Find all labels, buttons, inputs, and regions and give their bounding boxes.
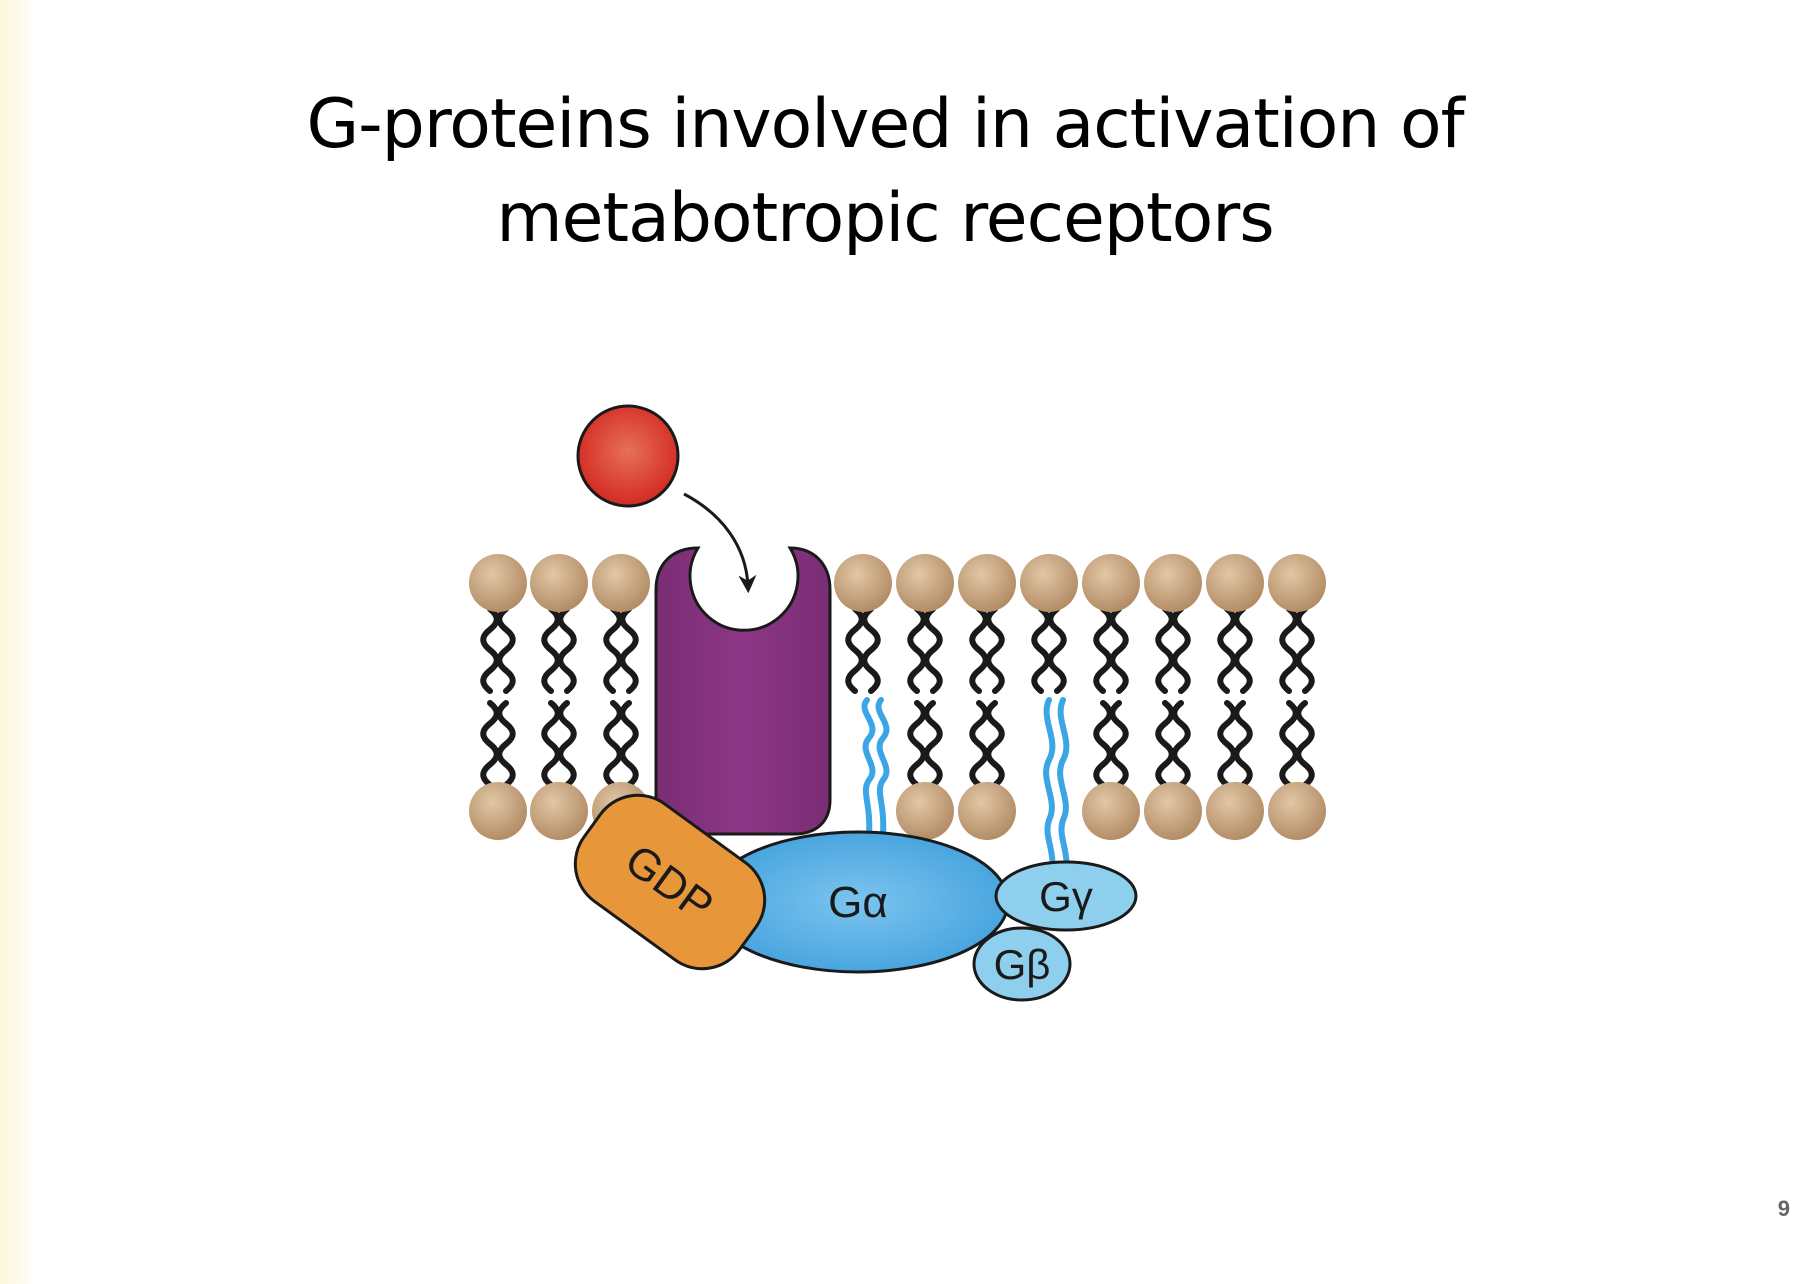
lipid-tail	[496, 606, 516, 694]
lipid-head	[469, 554, 527, 612]
lipid-tail	[985, 700, 1005, 788]
lipid-head	[1082, 554, 1140, 612]
lipid-tail	[1093, 700, 1113, 788]
lipid-tail	[923, 700, 943, 788]
g-gamma-lipid-anchor	[1043, 697, 1056, 883]
lipid-head	[1206, 782, 1264, 840]
g-beta-subunit	[972, 926, 1072, 1002]
metabotropic-receptor	[654, 546, 832, 836]
lipid-head	[896, 554, 954, 612]
lipid-tail	[1109, 606, 1129, 694]
lipid-tail	[1155, 606, 1175, 694]
lipid-head	[469, 782, 527, 840]
slide-title-line-1: G-proteins involved in activation of	[306, 85, 1464, 164]
slide-title-line-2: metabotropic receptors	[496, 179, 1274, 258]
lipid-tail	[923, 606, 943, 694]
page-number: 9	[1777, 1196, 1790, 1221]
g-beta-label: Gβ	[994, 941, 1051, 988]
lipid-tail	[969, 606, 989, 694]
lipid-head	[834, 554, 892, 612]
lipid-head	[1082, 782, 1140, 840]
lipid-anchors	[861, 697, 1070, 883]
lipid-head	[592, 554, 650, 612]
lipid-tail	[969, 700, 989, 788]
lipid-tail	[845, 606, 865, 694]
lipid-tail	[557, 700, 577, 788]
lipid-tail	[1093, 606, 1113, 694]
lipid-tail	[1217, 700, 1237, 788]
gdp-molecule: GDP	[573, 793, 767, 971]
lipid-tail	[1217, 606, 1237, 694]
lipid-head	[1268, 782, 1326, 840]
lipid-tail	[907, 606, 927, 694]
lipid-head	[1206, 554, 1264, 612]
lipid-tail	[1279, 606, 1299, 694]
lipid-tail	[603, 606, 623, 694]
lipid-tail	[603, 700, 623, 788]
lipid-tail	[1171, 606, 1191, 694]
binding-arrow	[683, 492, 757, 594]
lipid-head	[1144, 554, 1202, 612]
lipid-tail	[1171, 700, 1191, 788]
lipid-tail	[619, 606, 639, 694]
lipid-tail	[480, 606, 500, 694]
lipid-tail	[1279, 700, 1299, 788]
lipid-tail	[1155, 700, 1175, 788]
g-alpha-label: Gα	[828, 878, 888, 927]
lipid-tail	[541, 700, 561, 788]
g-alpha-lipid-anchor	[861, 697, 876, 837]
lipid-tail	[496, 700, 516, 788]
lipid-head	[1020, 554, 1078, 612]
lipid-tail	[619, 700, 639, 788]
lipid-head	[896, 782, 954, 840]
lipid-tail	[1295, 700, 1315, 788]
lipid-tail	[1109, 700, 1129, 788]
lipid-tail	[907, 700, 927, 788]
lipid-tail	[480, 700, 500, 788]
lipid-tail	[541, 606, 561, 694]
lipid-head	[1144, 782, 1202, 840]
slide-left-edge	[0, 0, 36, 1284]
lipid-head	[958, 554, 1016, 612]
lipid-heads	[469, 554, 1326, 840]
lipid-head	[958, 782, 1016, 840]
lipid-head	[1268, 554, 1326, 612]
ligand-molecule	[576, 404, 680, 508]
lipid-tail	[557, 606, 577, 694]
g-gamma-label: Gγ	[1039, 873, 1093, 920]
lipid-head	[530, 554, 588, 612]
slide-title: G-proteins involved in activation of met…	[250, 78, 1520, 266]
lipid-tail	[1233, 606, 1253, 694]
lipid-tails	[480, 606, 1315, 788]
lipid-head	[530, 782, 588, 840]
lipid-tail	[985, 606, 1005, 694]
lipid-tail	[1031, 606, 1051, 694]
g-gamma-subunit	[994, 860, 1138, 932]
lipid-tail	[861, 606, 881, 694]
lipid-tail	[1295, 606, 1315, 694]
lipid-tail	[1047, 606, 1067, 694]
lipid-tail	[1233, 700, 1253, 788]
